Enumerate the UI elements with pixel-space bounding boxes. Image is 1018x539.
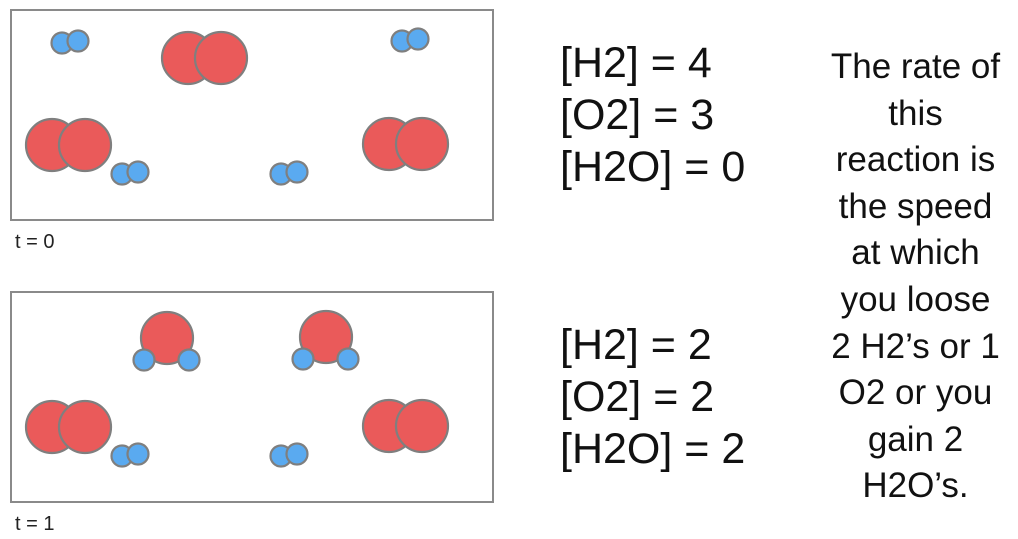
- explanation-line: O2 or you: [838, 373, 993, 413]
- explanation-line: H2O’s.: [862, 466, 969, 506]
- time-label-t0: t = 0: [15, 231, 55, 253]
- h2o-molecule: [132, 310, 201, 372]
- h2-molecule: [269, 160, 309, 186]
- explanation-line: The rate of: [830, 47, 1001, 86]
- o2-molecule: [24, 399, 113, 455]
- concentration-h2o-t0: [H2O] = 0: [560, 143, 746, 191]
- h2-molecule: [110, 442, 150, 468]
- explanation-line: gain 2: [867, 419, 964, 459]
- rate-explanation: The rate of this reaction is the speed a…: [813, 44, 1018, 510]
- o2-molecule: [361, 398, 450, 454]
- concentration-h2-t0: [H2] = 4: [560, 39, 712, 87]
- explanation-line: at which: [851, 233, 980, 273]
- explanation-line: the speed: [838, 186, 993, 226]
- snapshot-box-t0: [10, 9, 494, 221]
- o2-molecule: [24, 117, 113, 173]
- h2-molecule: [50, 29, 90, 55]
- h2-molecule: [269, 442, 309, 468]
- concentration-h2o-t1: [H2O] = 2: [560, 425, 746, 473]
- concentration-o2-t0: [O2] = 3: [560, 91, 715, 139]
- concentrations-t1: [H2] = 2 [O2] = 2 [H2O] = 2: [560, 319, 745, 475]
- molecule-field-t0: [24, 27, 450, 186]
- h2-molecule: [110, 160, 150, 186]
- h2o-molecule: [291, 309, 360, 371]
- explanation-line: 2 H2’s or 1: [831, 326, 1000, 366]
- explanation-line: you loose: [840, 279, 991, 319]
- concentrations-t0: [H2] = 4 [O2] = 3 [H2O] = 0: [560, 37, 745, 193]
- concentration-o2-t1: [O2] = 2: [560, 373, 715, 421]
- h2-molecule: [390, 27, 430, 53]
- snapshot-box-t1: [10, 291, 494, 503]
- concentration-h2-t1: [H2] = 2: [560, 321, 712, 369]
- explanation-line: reaction is: [835, 140, 996, 180]
- o2-molecule: [160, 30, 249, 86]
- molecule-field-t1: [24, 309, 450, 468]
- time-label-t1: t = 1: [15, 513, 55, 535]
- explanation-line: this: [888, 93, 943, 133]
- o2-molecule: [361, 116, 450, 172]
